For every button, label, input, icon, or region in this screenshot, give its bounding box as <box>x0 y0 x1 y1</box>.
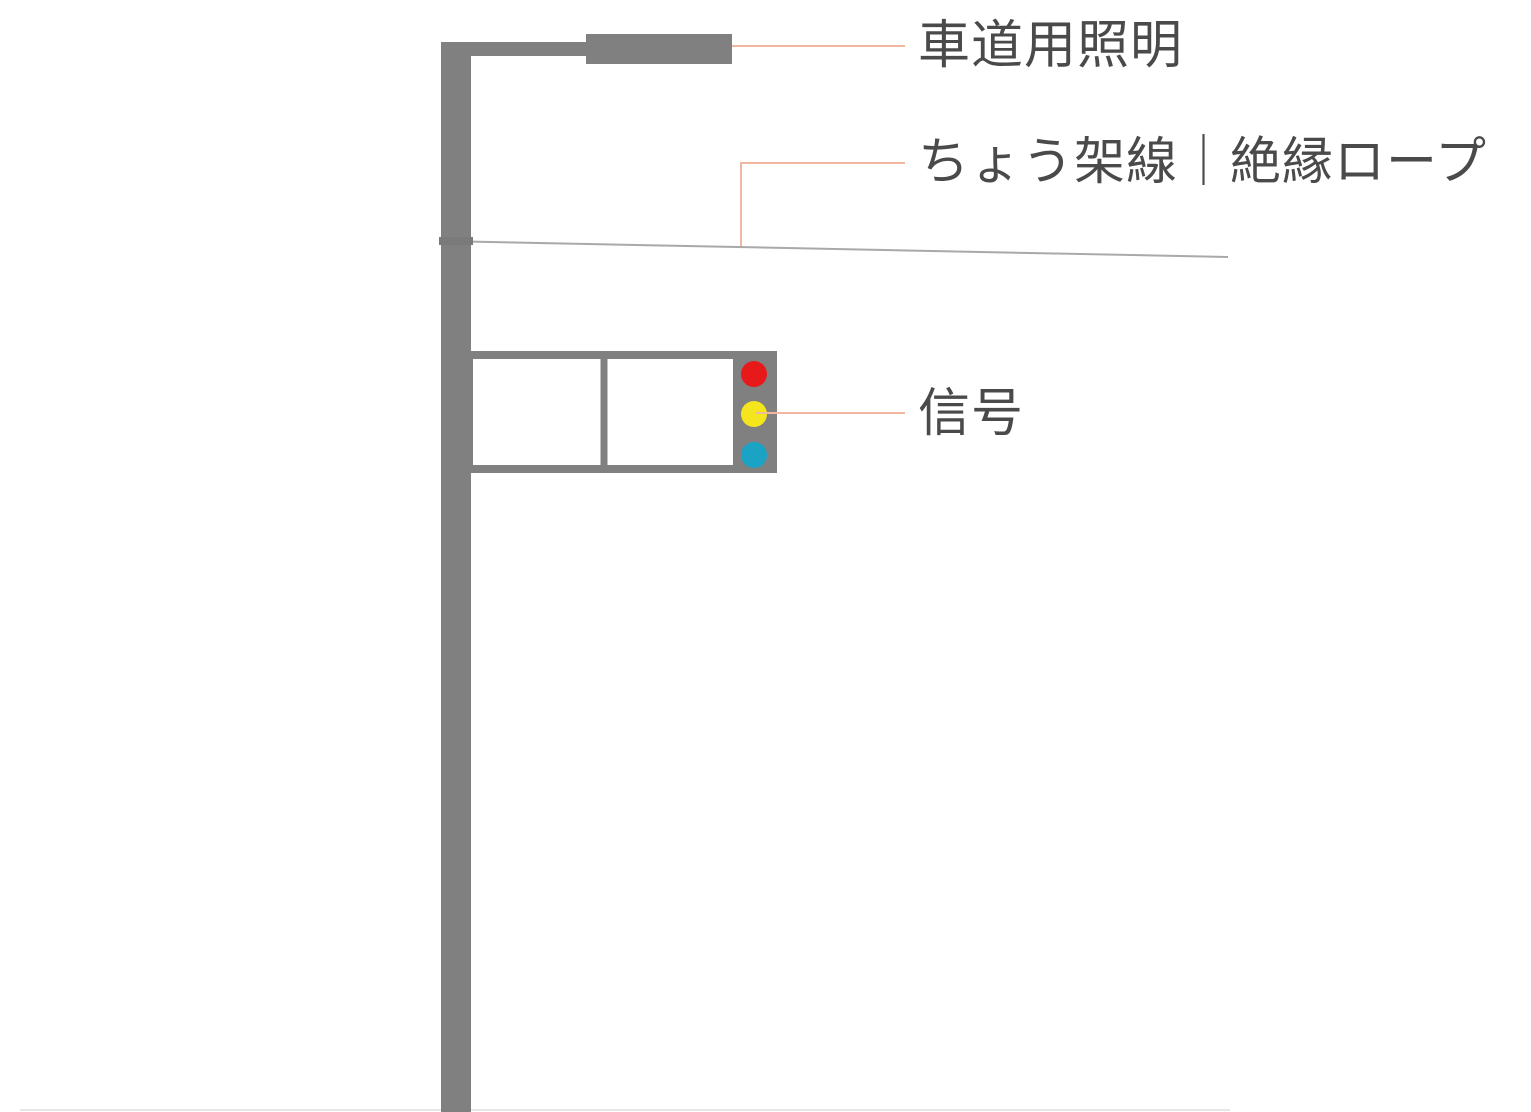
signal-red-light <box>741 361 767 387</box>
signal-yellow-light <box>741 401 767 427</box>
leader-line-wire <box>740 162 905 246</box>
wire-clamp <box>439 237 473 245</box>
signal-frame <box>465 351 777 473</box>
lighting-arm <box>441 42 591 56</box>
overhead-wire-label: ちょう架線｜絶縁ロープ <box>918 133 1487 192</box>
signal-blue-light <box>741 442 767 468</box>
road-lighting-label: 車道用照明 <box>918 16 1184 76</box>
pole <box>441 42 471 1112</box>
overhead-wire <box>440 240 1229 258</box>
road-lighting-fixture <box>586 34 732 64</box>
signal-label: 信号 <box>918 384 1025 444</box>
